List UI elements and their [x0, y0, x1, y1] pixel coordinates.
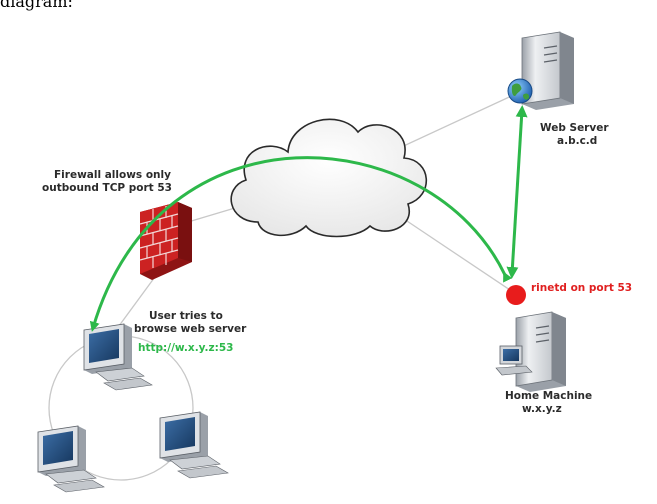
web-server[interactable]: [507, 31, 574, 110]
browse-path-arrow: [89, 156, 513, 332]
target-url-label: http://w.x.y.z:53: [138, 342, 234, 354]
forward-path-arrow: [506, 105, 528, 279]
server-icon: [515, 311, 566, 392]
desktop-computer-icon: [159, 411, 229, 479]
home-machine-name-label: Home Machine: [505, 390, 593, 402]
link-cloud-webserver: [394, 91, 521, 151]
caption-text: diagram:: [0, 0, 73, 11]
firewall-label-line2: outbound TCP port 53: [42, 182, 172, 194]
rinetd-label: rinetd on port 53: [531, 282, 633, 294]
network-computer-right[interactable]: [159, 411, 229, 479]
web-server-name-label: Web Server: [540, 122, 609, 134]
user-label-line2: browse web server: [134, 323, 247, 335]
firewall-label-line1: Firewall allows only: [54, 169, 171, 181]
rinetd-endpoint-marker: [506, 285, 526, 305]
desktop-computer-icon: [495, 345, 533, 376]
network-computer-left[interactable]: [37, 425, 105, 493]
home-machine-address-label: w.x.y.z: [522, 403, 562, 415]
user-computer[interactable]: [83, 323, 153, 391]
cloud-icon: [230, 118, 428, 238]
web-server-address-label: a.b.c.d: [557, 135, 598, 147]
desktop-computer-icon: [83, 323, 153, 391]
globe-icon: [507, 78, 533, 104]
home-machine[interactable]: [495, 311, 566, 392]
desktop-computer-icon: [37, 425, 105, 493]
server-icon: [521, 31, 574, 110]
firewall-icon: [139, 202, 192, 280]
user-label-line1: User tries to: [149, 310, 223, 322]
